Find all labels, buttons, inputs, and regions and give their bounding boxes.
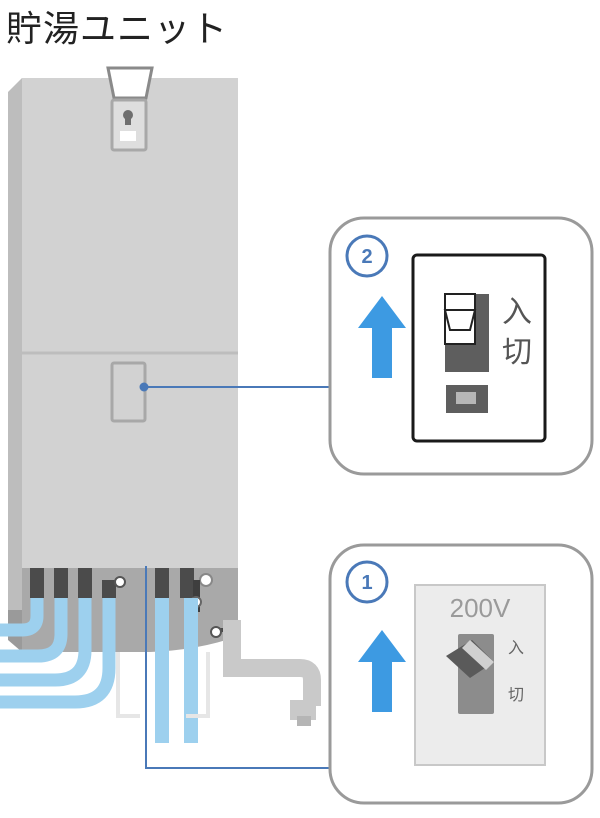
pipe-4 (0, 598, 116, 709)
unit-side-shade (8, 78, 22, 610)
breaker-off-label: 切 (508, 685, 524, 704)
leader-line-1 (145, 566, 330, 769)
up-arrow-icon (358, 630, 406, 712)
unit-body (22, 78, 238, 568)
step-2-circle (345, 234, 389, 278)
switch-cover-panel (110, 361, 147, 423)
breaker-lever (446, 640, 494, 678)
unit-top-lid (106, 66, 154, 100)
piping (0, 568, 321, 743)
breaker-voltage-label: 200V (450, 593, 511, 623)
step-1-number: 1 (361, 572, 372, 594)
step-2-number: 2 (361, 246, 372, 268)
breaker-on-label: 入 (508, 638, 524, 657)
pipe-5 (155, 598, 169, 743)
valve-icon (199, 573, 213, 587)
callout-1: 1 200V 入 切 (328, 543, 594, 805)
storage-unit (8, 66, 238, 652)
pipe-1 (0, 598, 44, 637)
pipe-3 (0, 598, 92, 687)
switch-on-label: 入 (502, 295, 532, 330)
step-1-circle (345, 560, 389, 604)
indicator-lamp (456, 392, 476, 404)
page-title: 貯湯ユニット (6, 9, 229, 50)
up-arrow-icon (358, 296, 406, 378)
drain-pipe (223, 620, 321, 706)
callout-2: 2 入 切 (328, 216, 594, 476)
pipe-6 (184, 598, 198, 743)
pipe-2 (0, 598, 68, 663)
valve-icon (114, 576, 126, 588)
switch-off-label: 切 (502, 335, 532, 370)
